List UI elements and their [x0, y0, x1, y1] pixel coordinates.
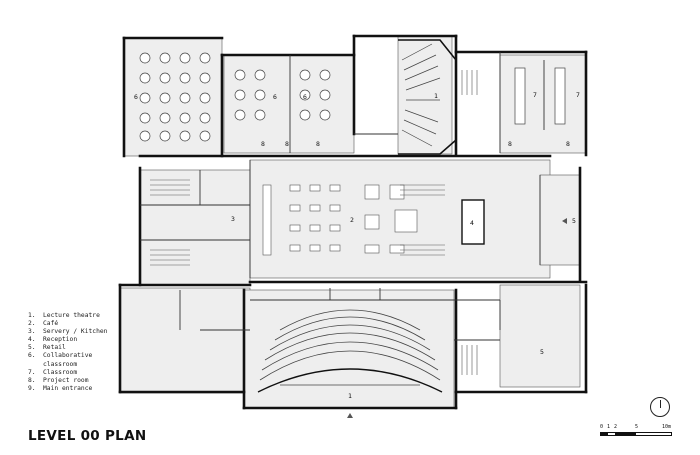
cafe-furniture	[262, 184, 418, 256]
legend-item: 8. Project room	[28, 377, 123, 385]
legend-num: 6.	[28, 352, 36, 360]
tag-project-d: 8	[508, 140, 512, 148]
tag-retail-east: 5	[572, 217, 576, 225]
stairs	[150, 70, 478, 375]
scale-tick: 5	[635, 424, 639, 430]
legend-item: 7. Classroom	[28, 369, 123, 377]
tag-project-c: 8	[316, 140, 320, 148]
legend-num: 1.	[28, 312, 36, 319]
plan-title: LEVEL 00 PLAN	[28, 428, 147, 444]
partitions	[140, 52, 545, 341]
legend-item: 6. Collaborative classroom	[28, 352, 123, 368]
tag-project-e: 8	[566, 140, 570, 148]
legend-num: 5.	[28, 344, 36, 352]
lecture-theatre-north-seating	[398, 39, 457, 155]
tag-project-a: 8	[261, 140, 265, 148]
legend-item: 2. Café	[28, 320, 123, 328]
room-tags: 6 6 6 1 7 7 2 3 4 5 5 1 8 8 8 8 8	[134, 91, 580, 400]
legend: 1. Lecture theatre 2. Café 3. Servery / Kit…	[28, 312, 123, 393]
tag-reception: 4	[470, 219, 474, 227]
tag-lecture-south: 1	[348, 392, 352, 400]
classroom-desks	[514, 67, 566, 125]
legend-num: 2.	[28, 320, 36, 328]
tag-project-b: 8	[285, 140, 289, 148]
legend-num: 8.	[28, 376, 36, 384]
legend-item: 4. Reception	[28, 336, 123, 344]
tag-retail-south: 5	[540, 348, 544, 356]
legend-item: 5. Retail	[28, 344, 123, 352]
legend-label: Reception	[43, 336, 78, 344]
reception-desk	[461, 199, 485, 245]
legend-label: Project room	[43, 376, 89, 384]
collaborative-tables	[139, 52, 331, 142]
north-arrow-icon	[650, 397, 670, 417]
scale-tick: 10m	[662, 424, 672, 430]
legend-label: Café	[43, 320, 59, 328]
legend-label: Retail	[43, 344, 66, 352]
scale-tick: 2	[614, 424, 618, 430]
tag-classroom7-b: 7	[576, 91, 580, 99]
walls	[118, 34, 588, 410]
legend-item: 3. Servery / Kitchen	[28, 328, 123, 336]
legend-num: 9.	[28, 384, 36, 392]
legend-num: 4.	[28, 336, 36, 344]
tag-classroom7-a: 7	[533, 91, 537, 99]
tag-classroom6-b: 6	[273, 93, 277, 101]
legend-item: 1. Lecture theatre	[28, 312, 123, 320]
legend-label: Main entrance	[43, 384, 93, 392]
scale-bar: 0 1 2 5 10m	[600, 424, 672, 438]
legend-label: Servery / Kitchen	[43, 328, 108, 336]
tag-classroom6-a: 6	[134, 93, 138, 101]
scale-bar-segments	[600, 432, 672, 436]
lecture-theatre-south-seating	[257, 309, 443, 393]
legend-label: Collaborative classroom	[43, 352, 93, 368]
tag-cafe: 2	[350, 216, 354, 224]
scale-tick: 0	[600, 424, 604, 430]
scale-tick: 1	[607, 424, 611, 430]
entrance-arrow-icons	[347, 218, 567, 418]
legend-label: Lecture theatre	[43, 312, 100, 319]
tag-servery: 3	[231, 215, 235, 223]
legend-item: 9. Main entrance	[28, 385, 123, 393]
legend-num: 3.	[28, 328, 36, 336]
tag-classroom6-c: 6	[303, 93, 307, 101]
legend-label: Classroom	[43, 368, 78, 376]
legend-num: 7.	[28, 368, 36, 376]
tag-lecture-north: 1	[434, 92, 438, 100]
